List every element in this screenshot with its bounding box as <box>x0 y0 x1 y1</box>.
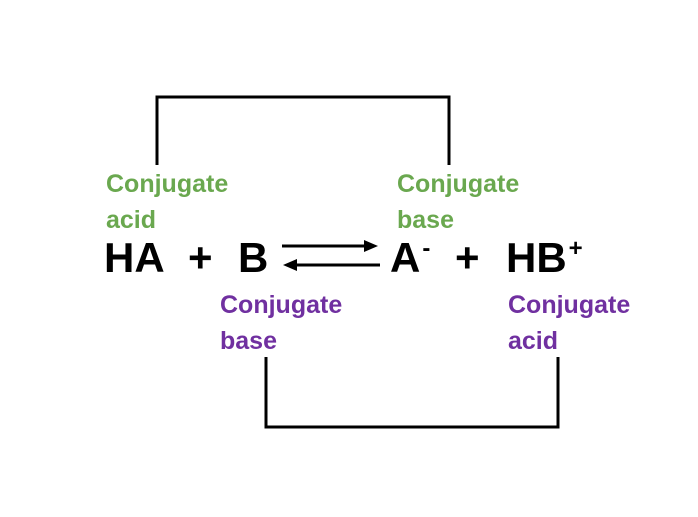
label-conjugate-base-top: Conjugate base <box>397 166 519 238</box>
charge-superscript: + <box>568 235 583 262</box>
product-formula: A <box>390 234 421 281</box>
label-line: Conjugate <box>397 170 520 198</box>
reactant-acid: HA <box>104 234 165 281</box>
product-conjugate-acid: HB+ <box>506 237 583 279</box>
label-line: Conjugate <box>106 170 229 198</box>
label-conjugate-acid-bottom: Conjugate acid <box>508 287 630 359</box>
label-line: base <box>397 206 454 234</box>
label-conjugate-acid-top: Conjugate acid <box>106 166 228 238</box>
label-line: base <box>220 327 277 355</box>
product-formula: HB <box>506 234 567 281</box>
plus-sign: + <box>188 234 213 281</box>
label-line: Conjugate <box>508 291 631 319</box>
plus-sign: + <box>455 234 480 281</box>
charge-superscript: - <box>422 235 431 262</box>
reactant-base: B <box>238 234 269 281</box>
label-line: acid <box>106 206 157 234</box>
label-line: Conjugate <box>220 291 343 319</box>
product-conjugate-base: A- <box>390 237 430 279</box>
label-conjugate-base-bottom: Conjugate base <box>220 287 342 359</box>
label-line: acid <box>508 327 559 355</box>
